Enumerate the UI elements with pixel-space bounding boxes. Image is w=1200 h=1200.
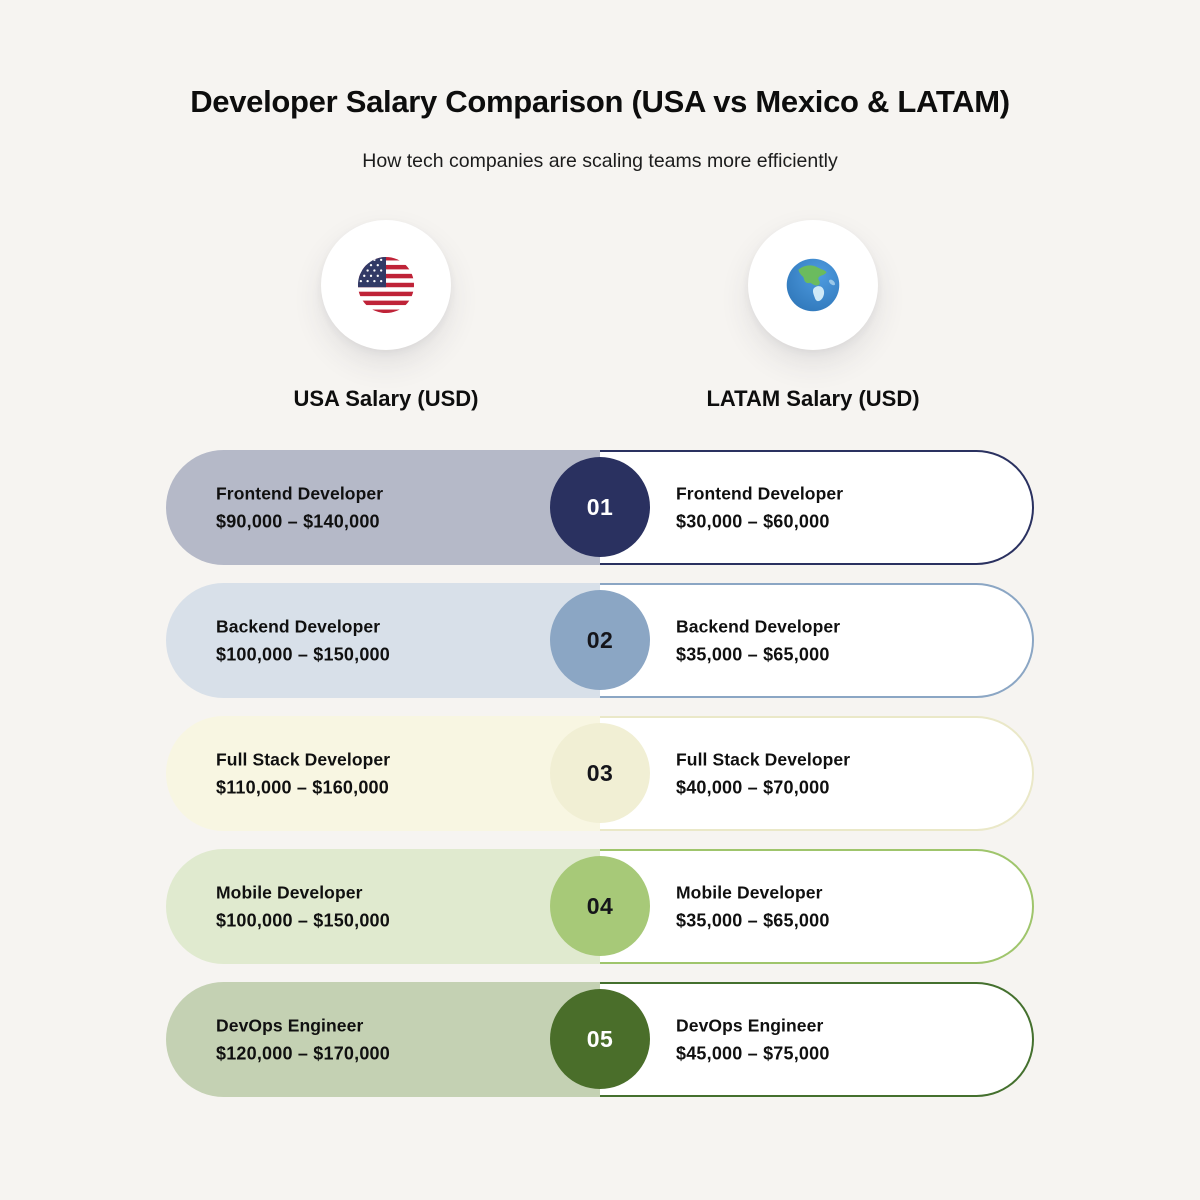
latam-pill-text: Frontend Developer $30,000 – $60,000 xyxy=(676,483,843,532)
globe-badge xyxy=(748,220,878,350)
role-label: DevOps Engineer xyxy=(216,1015,364,1035)
usa-salary-range: $110,000 – $160,000 xyxy=(216,777,389,797)
salary-row: DevOps Engineer $120,000 – $170,000 DevO… xyxy=(166,982,1034,1097)
row-number-badge: 02 xyxy=(550,590,650,690)
salary-row: Frontend Developer $90,000 – $140,000 Fr… xyxy=(166,450,1034,565)
row-number: 02 xyxy=(586,626,614,653)
usa-salary-range: $100,000 – $150,000 xyxy=(216,910,390,930)
role-label: Backend Developer xyxy=(216,616,381,636)
usa-pill: DevOps Engineer $120,000 – $170,000 xyxy=(166,982,600,1097)
latam-pill-text: Full Stack Developer $40,000 – $70,000 xyxy=(676,749,850,798)
page-subtitle: How tech companies are scaling teams mor… xyxy=(362,150,838,172)
latam-pill: Full Stack Developer $40,000 – $70,000 xyxy=(600,716,1034,831)
latam-pill-text: Backend Developer $35,000 – $65,000 xyxy=(676,616,840,665)
salary-row: Mobile Developer $100,000 – $150,000 Mob… xyxy=(166,849,1034,964)
usa-pill-text: Backend Developer $100,000 – $150,000 xyxy=(216,616,390,665)
salary-rows: Frontend Developer $90,000 – $140,000 Fr… xyxy=(166,450,1034,1115)
globe-americas-icon xyxy=(786,258,840,312)
row-number: 01 xyxy=(586,493,614,520)
latam-pill: Frontend Developer $30,000 – $60,000 xyxy=(600,450,1034,565)
latam-salary-range: $30,000 – $60,000 xyxy=(676,511,830,531)
row-number: 05 xyxy=(586,1025,614,1052)
usa-column-header: USA Salary (USD) xyxy=(293,386,479,411)
usa-pill-text: Full Stack Developer $110,000 – $160,000 xyxy=(216,749,390,798)
role-label: Mobile Developer xyxy=(216,882,363,902)
latam-pill: Mobile Developer $35,000 – $65,000 xyxy=(600,849,1034,964)
role-label: Frontend Developer xyxy=(216,483,384,503)
latam-salary-range: $35,000 – $65,000 xyxy=(676,910,830,930)
usa-salary-range: $100,000 – $150,000 xyxy=(216,644,390,664)
row-number: 03 xyxy=(586,759,614,786)
latam-salary-range: $45,000 – $75,000 xyxy=(676,1043,830,1063)
role-label: Frontend Developer xyxy=(676,483,844,503)
latam-pill: Backend Developer $35,000 – $65,000 xyxy=(600,583,1034,698)
salary-row: Full Stack Developer $110,000 – $160,000… xyxy=(166,716,1034,831)
latam-salary-range: $40,000 – $70,000 xyxy=(676,777,830,797)
usa-salary-range: $90,000 – $140,000 xyxy=(216,511,380,531)
page-title: Developer Salary Comparison (USA vs Mexi… xyxy=(190,84,1010,119)
role-label: Full Stack Developer xyxy=(216,749,391,769)
usa-pill: Full Stack Developer $110,000 – $160,000 xyxy=(166,716,600,831)
role-label: Full Stack Developer xyxy=(676,749,851,769)
row-number-badge: 04 xyxy=(550,856,650,956)
row-number: 04 xyxy=(586,892,614,919)
row-number-badge: 01 xyxy=(550,457,650,557)
usa-pill-text: Frontend Developer $90,000 – $140,000 xyxy=(216,483,383,532)
usa-flag-badge xyxy=(321,220,451,350)
role-label: Mobile Developer xyxy=(676,882,823,902)
salary-row: Backend Developer $100,000 – $150,000 Ba… xyxy=(166,583,1034,698)
latam-pill-text: Mobile Developer $35,000 – $65,000 xyxy=(676,882,830,931)
usa-pill: Backend Developer $100,000 – $150,000 xyxy=(166,583,600,698)
usa-pill: Frontend Developer $90,000 – $140,000 xyxy=(166,450,600,565)
latam-salary-range: $35,000 – $65,000 xyxy=(676,644,830,664)
usa-flag-icon xyxy=(357,256,415,314)
latam-pill-text: DevOps Engineer $45,000 – $75,000 xyxy=(676,1015,830,1064)
latam-column-header: LATAM Salary (USD) xyxy=(706,386,920,411)
row-number-badge: 03 xyxy=(550,723,650,823)
usa-pill: Mobile Developer $100,000 – $150,000 xyxy=(166,849,600,964)
usa-pill-text: Mobile Developer $100,000 – $150,000 xyxy=(216,882,390,931)
row-number-badge: 05 xyxy=(550,989,650,1089)
latam-pill: DevOps Engineer $45,000 – $75,000 xyxy=(600,982,1034,1097)
usa-salary-range: $120,000 – $170,000 xyxy=(216,1043,390,1063)
role-label: DevOps Engineer xyxy=(676,1015,824,1035)
role-label: Backend Developer xyxy=(676,616,841,636)
usa-pill-text: DevOps Engineer $120,000 – $170,000 xyxy=(216,1015,390,1064)
